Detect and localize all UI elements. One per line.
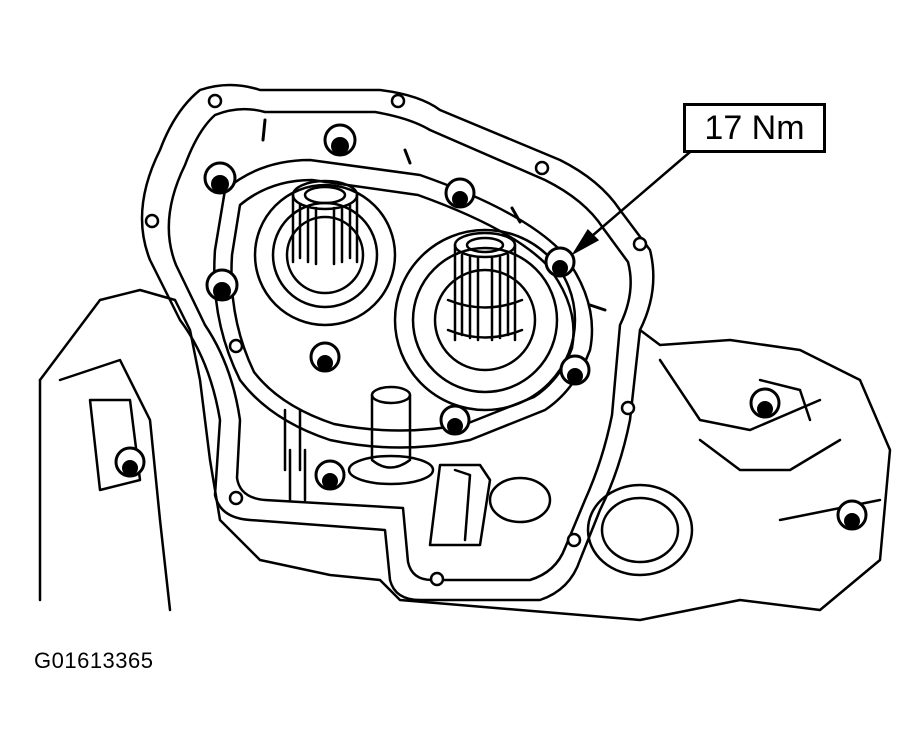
callout-leader: [571, 151, 691, 256]
transmission-case-outline: [38, 288, 892, 622]
cover-gasket-outline: [140, 83, 655, 602]
torque-callout-label: 17 Nm: [683, 103, 826, 153]
figure-code: G01613365: [34, 648, 154, 673]
right-bearing-outer: [393, 228, 577, 412]
left-bearing-outer: [253, 183, 397, 327]
